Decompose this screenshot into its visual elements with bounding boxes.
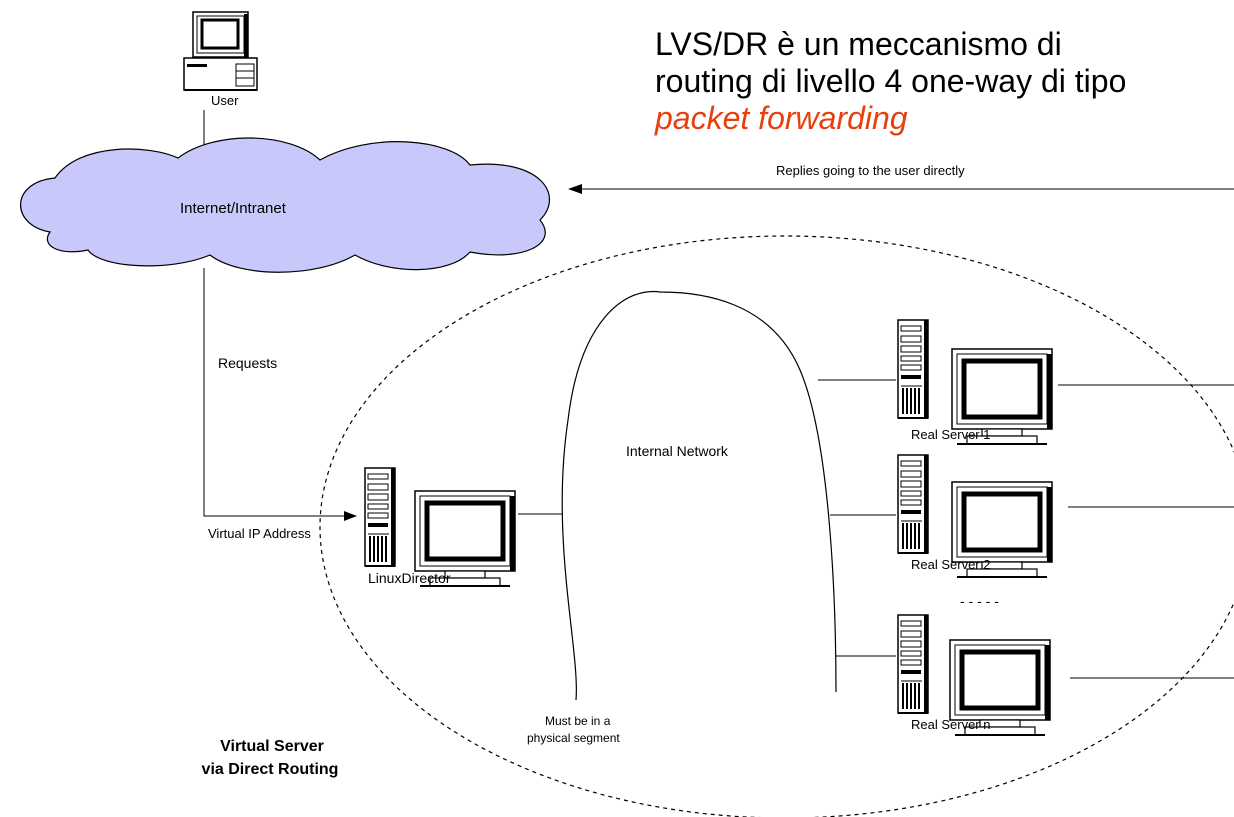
segment-note-line-1: Must be in a (545, 714, 611, 728)
segment-note-line-2: physical segment (527, 731, 620, 745)
vip-label: Virtual IP Address (208, 526, 311, 541)
requests-label: Requests (218, 355, 277, 371)
replies-arrowhead-icon (568, 184, 582, 194)
internal-network-label: Internal Network (626, 443, 729, 459)
user-computer-icon (183, 11, 258, 91)
real-server-2-label: Real Server 2 (911, 557, 990, 572)
real-server-1-tower-icon (897, 319, 929, 419)
real-server-2-tower-icon (897, 454, 929, 554)
requests-arrowhead-icon (344, 511, 357, 521)
user-label: User (211, 93, 239, 108)
requests-line (203, 268, 345, 517)
servers-ellipsis: - - - - - (960, 593, 999, 609)
replies-label: Replies going to the user directly (776, 163, 965, 178)
headline-line-3: packet forwarding (655, 100, 908, 136)
real-server-n-label: Real Server n (911, 717, 990, 732)
virtual-server-boundary (319, 235, 1234, 817)
internal-network-loop (561, 290, 837, 701)
headline-line-1: LVS/DR è un meccanismo di (655, 26, 1062, 62)
headline: LVS/DR è un meccanismo di routing di liv… (655, 26, 1225, 137)
director-label: LinuxDirector (368, 570, 451, 586)
real-server-1-label: Real Server 1 (911, 427, 990, 442)
caption-line-2: via Direct Routing (202, 761, 339, 778)
internet-label: Internet/Intranet (180, 200, 287, 217)
real-server-n-tower-icon (897, 614, 929, 714)
caption-line-1: Virtual Server (220, 738, 324, 755)
director-server-icon (364, 467, 396, 567)
internet-cloud-icon (20, 137, 550, 273)
headline-line-2: routing di livello 4 one-way di tipo (655, 63, 1127, 99)
